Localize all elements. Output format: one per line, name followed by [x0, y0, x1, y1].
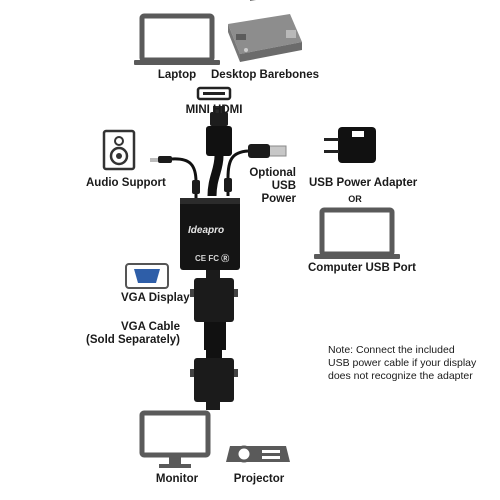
desktop-barebones-label: Desktop Barebones	[210, 69, 320, 81]
vga-display-label: VGA Display	[121, 292, 190, 304]
usb-power-adapter-label: USB Power Adapter	[309, 177, 418, 189]
optional-usb-power-label: Optional USB Power	[249, 167, 296, 205]
vga-port-icon	[125, 263, 169, 289]
desktop-barebones-icon	[228, 0, 302, 62]
vga-cable	[190, 270, 238, 410]
monitor-label: Monitor	[155, 473, 199, 485]
computer-laptop-icon	[314, 207, 400, 259]
projector-icon	[226, 445, 290, 463]
hdmi-cable	[206, 106, 232, 197]
computer-usb-port-label: Computer USB Port	[308, 262, 416, 274]
monitor-icon	[139, 410, 211, 468]
mini-hdmi-port-icon	[196, 86, 232, 101]
mini-hdmi-label: MINI HDMI	[185, 104, 243, 116]
usb-power-adapter-icon	[324, 127, 376, 163]
vga-cable-label: VGA Cable (Sold Separately)	[86, 321, 180, 346]
or-label: OR	[348, 194, 362, 204]
adapter-box	[180, 198, 240, 270]
audio-cable	[150, 156, 200, 200]
laptop-icon	[134, 13, 220, 65]
audio-support-label: Audio Support	[86, 177, 166, 189]
usb-cable	[224, 144, 287, 196]
adapter-brand-text: Ideapro	[188, 225, 225, 236]
laptop-label: Laptop	[157, 69, 197, 81]
speaker-icon	[102, 129, 136, 171]
projector-label: Projector	[233, 473, 285, 485]
adapter-cert-marks: CE FC Ⓡ	[195, 254, 230, 263]
note-text: Note: Connect the included USB power cab…	[328, 344, 477, 382]
